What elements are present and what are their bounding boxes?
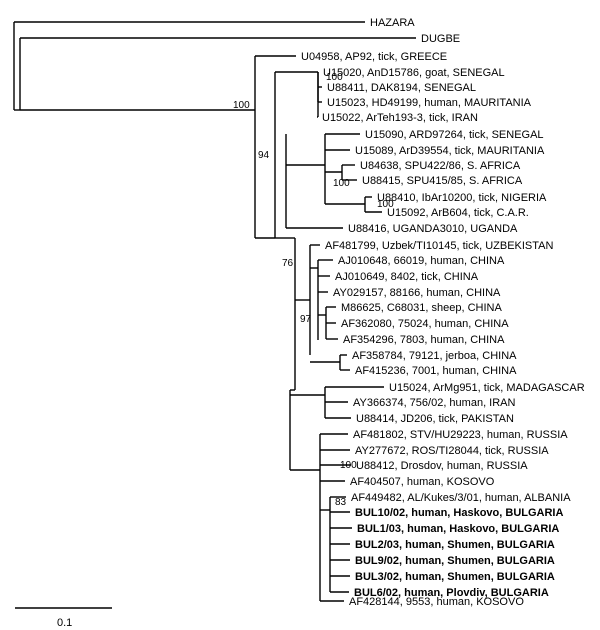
leaf-label: AY277672, ROS/TI28044, tick, RUSSIA — [355, 445, 549, 457]
leaf-label: U88410, IbAr10200, tick, NIGERIA — [377, 192, 547, 204]
leaf-label: AF404507, human, KOSOVO — [350, 476, 495, 488]
leaf-label: U15092, ArB604, tick, C.A.R. — [387, 207, 529, 219]
leaf-label: AJ010648, 66019, human, CHINA — [338, 255, 505, 267]
leaf-label: HAZARA — [370, 17, 415, 29]
bootstrap-value: 100 — [326, 72, 343, 83]
bootstrap-value: 100 — [333, 178, 350, 189]
bootstrap-value: 83 — [335, 497, 347, 508]
leaf-label: U15023, HD49199, human, MAURITANIA — [327, 97, 532, 109]
leaf-label: U04958, AP92, tick, GREECE — [301, 51, 447, 63]
leaf-label: DUGBE — [421, 33, 460, 45]
leaf-label: M86625, C68031, sheep, CHINA — [341, 302, 502, 314]
bootstrap-value: 97 — [300, 314, 312, 325]
scale-bar: 0.1 — [15, 607, 112, 629]
leaf-label: AF415236, 7001, human, CHINA — [355, 365, 517, 377]
bootstrap-value: 100 — [233, 100, 250, 111]
leaf-label: AF481799, Uzbek/TI10145, tick, UZBEKISTA… — [325, 240, 554, 252]
bootstrap-value: 100 — [340, 460, 357, 471]
leaf-label: AF428144, 9553, human, KOSOVO — [349, 596, 524, 608]
scale-bar-label: 0.1 — [57, 617, 72, 629]
leaf-label: U15022, ArTeh193-3, tick, IRAN — [322, 112, 478, 124]
leaf-label: AF358784, 79121, jerboa, CHINA — [352, 350, 517, 362]
leaf-label: AF354296, 7803, human, CHINA — [343, 334, 505, 346]
leaf-label: BUL10/02, human, Haskovo, BULGARIA — [355, 507, 563, 519]
bootstrap-values: 100 100 94 100 100 76 97 100 83 — [233, 72, 394, 508]
leaf-label: AY366374, 756/02, human, IRAN — [353, 397, 516, 409]
leaf-label: U88415, SPU415/85, S. AFRICA — [362, 175, 523, 187]
leaf-label: BUL1/03, human, Haskovo, BULGARIA — [357, 523, 559, 535]
leaf-label: BUL3/02, human, Shumen, BULGARIA — [355, 571, 555, 583]
bootstrap-value: 100 — [377, 199, 394, 210]
leaf-labels: HAZARA DUGBE U04958, AP92, tick, GREECE U15… — [301, 17, 585, 608]
bootstrap-value: 76 — [282, 258, 294, 269]
bootstrap-value: 94 — [258, 150, 270, 161]
leaf-label: BUL6/02, human, Plovdiv, BULGARIA — [354, 587, 549, 599]
leaf-label: AF449482, AL/Kukes/3/01, human, ALBANIA — [351, 492, 571, 504]
leaf-label: AF362080, 75024, human, CHINA — [341, 318, 509, 330]
leaf-label: U88416, UGANDA3010, UGANDA — [348, 223, 518, 235]
leaf-label: U88412, Drosdov, human, RUSSIA — [356, 460, 528, 472]
leaf-label: U15024, ArMg951, tick, MADAGASCAR — [389, 382, 585, 394]
leaf-label: AY029157, 88166, human, CHINA — [333, 287, 501, 299]
leaf-label: U15089, ArD39554, tick, MAURITANIA — [355, 145, 545, 157]
leaf-label: BUL2/03, human, Shumen, BULGARIA — [355, 539, 555, 551]
leaf-label: U88411, DAK8194, SENEGAL — [327, 82, 476, 94]
leaf-label: U88414, JD206, tick, PAKISTAN — [356, 413, 514, 425]
tree-branches — [13, 21, 416, 602]
leaf-label: U15020, AnD15786, goat, SENEGAL — [323, 67, 505, 79]
leaf-label: AF481802, STV/HU29223, human, RUSSIA — [353, 429, 568, 441]
leaf-label: AJ010649, 8402, tick, CHINA — [335, 271, 479, 283]
leaf-label: U84638, SPU422/86, S. AFRICA — [360, 160, 521, 172]
leaf-label: BUL9/02, human, Shumen, BULGARIA — [355, 555, 555, 567]
leaf-label: U15090, ARD97264, tick, SENEGAL — [365, 129, 544, 141]
